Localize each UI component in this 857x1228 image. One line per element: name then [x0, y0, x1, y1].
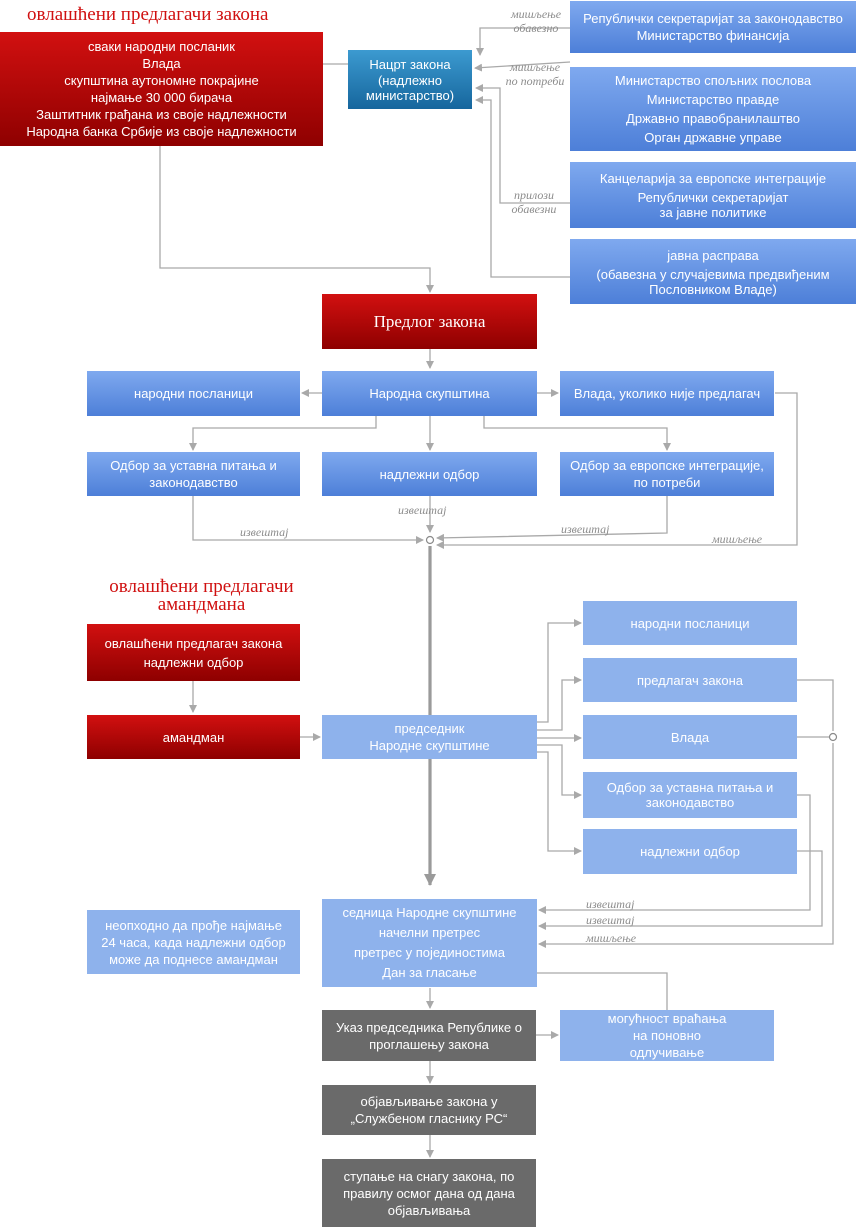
- arrow-european-junction: [436, 496, 668, 542]
- amendment-proposer-item: надлежни одбор: [143, 654, 244, 670]
- consultation-box-as-needed: Министарство спољних послова Министарств…: [570, 67, 856, 151]
- arrow-gov-junction: [436, 392, 798, 549]
- label-opinion-government: мишљење: [712, 532, 763, 546]
- consultation-line: Министарство правде: [646, 92, 780, 107]
- label-report-lower-2: извештај: [586, 913, 635, 927]
- junction-circle-amendments: [828, 732, 838, 742]
- entry-into-force-box: ступање на снагу закона, по правилу осмо…: [322, 1159, 536, 1227]
- label-opinion-lower: мишљење: [586, 931, 637, 945]
- speaker-line: председник: [394, 721, 465, 736]
- arrow-speaker-proposer: [537, 676, 582, 731]
- arrow-to-constitutional: [189, 416, 377, 451]
- session-line: начелни претрес: [378, 925, 481, 940]
- label-report-lower-1: извештај: [586, 897, 635, 911]
- draft-title: Нацрт закона: [369, 57, 451, 72]
- proposer-item: Народна банка Србије из своје надлежност…: [26, 124, 297, 139]
- session-line: претрес у појединостима: [354, 945, 505, 960]
- arrow-opinion-session: [538, 743, 834, 948]
- target-competent-committee-box: надлежни одбор: [583, 829, 797, 874]
- amendment-proposer-item: овлашћени предлагач закона: [104, 635, 283, 651]
- consultation-line: Републички секретаријат: [637, 190, 789, 205]
- draft-subtitle: (надлежно министарство): [365, 73, 455, 103]
- consultation-line: јавна расправа: [667, 247, 759, 263]
- competent-committee-box: надлежни одбор: [322, 452, 537, 496]
- target-mps-box: народни посланици: [583, 601, 797, 645]
- consultation-box-attachments: Канцеларија за европске интеграције Репу…: [570, 162, 856, 228]
- arrow-return-session: [496, 969, 668, 1010]
- proposers-box: сваки народни посланик Влада скупштина а…: [0, 32, 323, 146]
- constitutional-committee-box: Одбор за уставна питања и законодавство: [87, 452, 300, 496]
- national-assembly-box: Народна скупштина: [322, 371, 537, 416]
- session-line: Дан за гласање: [382, 965, 477, 980]
- return-option-box: могућност враћања на поновно одлучивање: [560, 1010, 774, 1061]
- draft-law-box: Нацрт закона (надлежно министарство): [348, 50, 472, 109]
- waiting-period-note-box: неопходно да прође најмање 24 часа, када…: [87, 910, 300, 974]
- arrow-proposers-proposal: [159, 146, 434, 293]
- assembly-speaker-box: председник Народне скупштине: [322, 715, 537, 759]
- proposer-item: скупштина аутономне покрајине: [64, 73, 259, 88]
- presidential-decree-box: Указ председника Републике о проглашењу …: [322, 1010, 536, 1061]
- arrow-speaker-constitutional: [537, 744, 582, 799]
- consultation-line: Канцеларија за европске интеграције: [599, 171, 827, 186]
- arrow-speaker-competent: [537, 751, 582, 855]
- proposer-item: Заштитник грађана из своје надлежности: [36, 107, 287, 122]
- label-report-constitutional: извештај: [240, 525, 289, 539]
- arrow-consult-1: [476, 27, 570, 56]
- arrow-report-competent: [538, 850, 823, 930]
- consultation-line: Државно правобранилаштво: [626, 111, 800, 126]
- consultation-line: Орган државне управе: [644, 130, 782, 145]
- arrow-consult-4: [475, 96, 570, 278]
- heading-amendment-proposers: овлашћени предлагачи амандмана: [109, 576, 294, 615]
- arrow-consult-3: [475, 84, 570, 204]
- consultation-box-mandatory: Републички секретаријат за законодавство…: [570, 1, 856, 53]
- publication-box: објављивање закона у „Службеном гласнику…: [322, 1085, 536, 1135]
- label-report-competent: извештај: [398, 503, 447, 517]
- assembly-session-box: седница Народне скупштине начелни претре…: [322, 899, 537, 987]
- target-government-box: Влада: [583, 715, 797, 759]
- speaker-line: Народне скупштине: [369, 738, 490, 753]
- target-constitutional-committee-box: Одбор за уставна питања и законодавство: [583, 772, 797, 818]
- junction-circle-committees: [425, 535, 435, 545]
- line-proposer-junction: [797, 679, 834, 731]
- proposer-item: сваки народни посланик: [88, 39, 235, 54]
- consultation-line: Републички секретаријат за законодавство: [583, 11, 843, 26]
- target-proposer-box: предлагач закона: [583, 658, 797, 702]
- amendment-proposers-box: овлашћени предлагач закона надлежни одбо…: [87, 624, 300, 681]
- arrow-consult-2: [474, 61, 571, 72]
- amendment-box: амандман: [87, 715, 300, 759]
- law-proposal-box: Предлог закона: [322, 294, 537, 349]
- heading-law-proposers: овлашћени предлагачи закона: [27, 4, 269, 25]
- consultation-line: Министарство финансија: [636, 28, 790, 43]
- session-line: седница Народне скупштине: [342, 905, 517, 920]
- consultation-line: Пословником Владе): [649, 281, 777, 297]
- government-box: Влада, уколико није предлагач: [560, 371, 774, 416]
- proposer-item: Влада: [142, 56, 181, 71]
- arrow-to-european: [483, 416, 671, 451]
- mps-box: народни посланици: [87, 371, 300, 416]
- consultation-box-public-debate: јавна расправа (обавезна у случајевима п…: [570, 239, 856, 304]
- european-committee-box: Одбор за европске интеграције, по потреб…: [560, 452, 774, 496]
- consultation-line: (обавезна у случајевима предвиђеним: [596, 266, 830, 282]
- arrow-speaker-mps: [537, 619, 582, 723]
- arrow-constitutional-junction: [192, 496, 424, 544]
- label-report-european: извештај: [561, 522, 610, 536]
- arrow-report-constitutional: [538, 794, 811, 914]
- consultation-line: Министарство спољних послова: [614, 73, 812, 88]
- proposer-item: најмање 30 000 бирача: [90, 90, 233, 105]
- consultation-line: за јавне политике: [659, 205, 767, 220]
